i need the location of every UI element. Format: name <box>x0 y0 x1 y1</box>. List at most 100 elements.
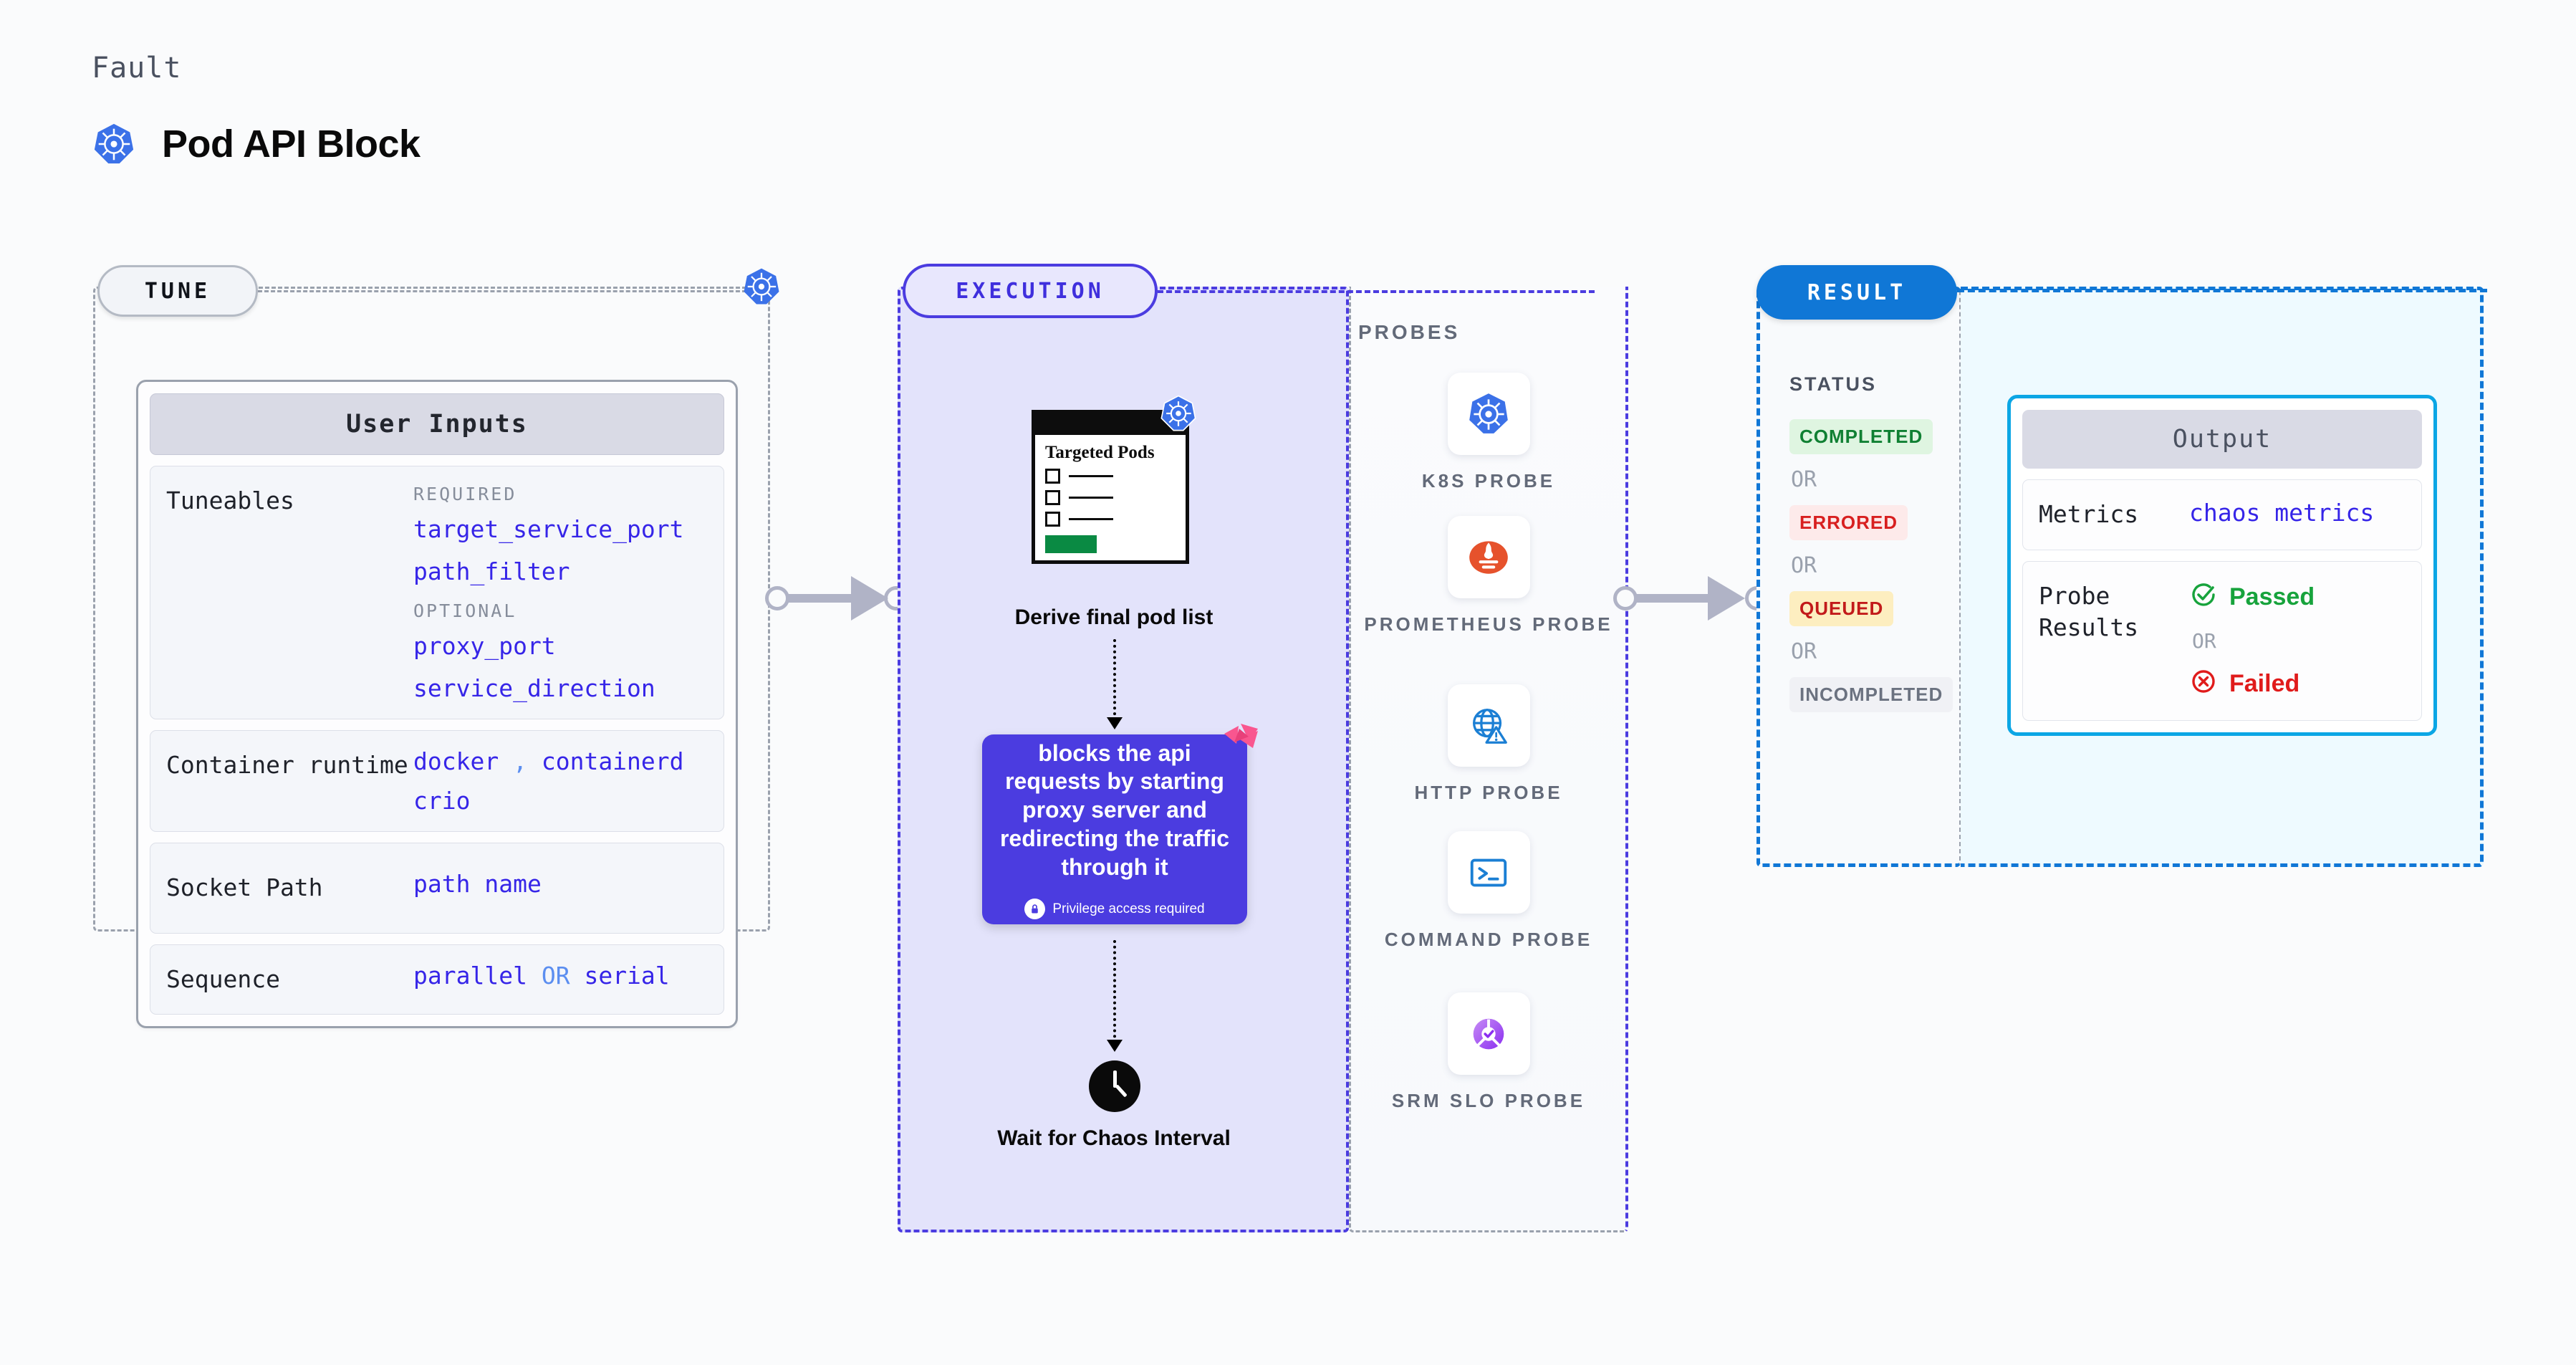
status-badge-errored: ERRORED <box>1789 505 1908 540</box>
output-card: Output Metrics chaos metrics Probe Resul… <box>2007 395 2437 736</box>
probe-label: SRM SLO PROBE <box>1391 1090 1586 1111</box>
clock-icon <box>1089 1060 1140 1112</box>
output-title: Output <box>2022 410 2422 469</box>
fault-eyebrow: Fault <box>92 52 182 85</box>
tuneables-row: Tuneables REQUIRED target_service_port p… <box>150 466 724 719</box>
runtime-containerd[interactable]: containerd <box>541 747 684 775</box>
prometheus-icon <box>1447 516 1530 598</box>
probe-item-command[interactable]: COMMAND PROBE <box>1349 831 1628 952</box>
privilege-note-text: Privilege access required <box>1052 901 1205 916</box>
action-description: blocks the api requests by starting prox… <box>999 739 1230 880</box>
runtime-docker[interactable]: docker <box>413 747 499 775</box>
probe-result-failed: Failed <box>2189 667 2406 701</box>
sequence-values: parallel OR serial <box>413 964 708 996</box>
user-inputs-title: User Inputs <box>150 393 724 455</box>
arrow-action-to-wait <box>1107 940 1123 1052</box>
runtime-separator: , <box>513 747 527 775</box>
probe-item-http[interactable]: HTTP PROBE <box>1349 684 1628 805</box>
action-box: blocks the api requests by starting prox… <box>982 724 1258 924</box>
status-or: OR <box>1791 639 1817 664</box>
kubernetes-icon <box>92 122 136 166</box>
status-badge-queued: QUEUED <box>1789 591 1894 626</box>
failed-label: Failed <box>2229 670 2300 698</box>
probe-result-passed: Passed <box>2189 580 2406 615</box>
http-globe-warning-icon <box>1447 684 1530 767</box>
probe-item-srm-slo[interactable]: SRM SLO PROBE <box>1349 992 1628 1113</box>
status-or: OR <box>1791 467 1817 492</box>
pod-checkbox-row <box>1045 469 1176 484</box>
probe-label: PROMETHEUS PROBE <box>1364 613 1613 635</box>
probe-item-k8s[interactable]: K8S PROBE <box>1349 373 1628 494</box>
probe-label: COMMAND PROBE <box>1384 929 1593 950</box>
targeted-pods-card: Targeted Pods <box>1032 410 1189 564</box>
derive-pod-list-caption: Derive final pod list <box>1014 605 1213 629</box>
sequence-serial[interactable]: serial <box>584 961 670 990</box>
row-label: Sequence <box>166 964 280 993</box>
status-or: OR <box>1791 553 1817 578</box>
metrics-value[interactable]: chaos metrics <box>2189 499 2375 527</box>
row-label: Container runtime <box>166 751 408 779</box>
progress-bar <box>1045 535 1097 554</box>
socket-path-row: Socket Path path name <box>150 843 724 934</box>
kubernetes-icon <box>1159 394 1198 433</box>
sequence-separator: OR <box>541 961 570 990</box>
probe-item-prometheus[interactable]: PROMETHEUS PROBE <box>1349 516 1628 637</box>
probe-results-row: Probe Results Passed OR <box>2022 560 2422 721</box>
socket-path-value-text[interactable]: path name <box>413 870 542 898</box>
tune-pill[interactable]: TUNE <box>97 265 258 317</box>
probe-results-label: Probe Results <box>2039 581 2139 642</box>
sequence-row: Sequence parallel OR serial <box>150 944 724 1015</box>
result-dashed-connector <box>1957 289 2487 292</box>
srm-slo-icon <box>1447 992 1530 1075</box>
privilege-note: Privilege access required <box>1024 899 1205 920</box>
tuneable-target-service-port[interactable]: target_service_port <box>413 515 684 543</box>
x-circle-icon <box>2189 667 2218 701</box>
wait-caption: Wait for Chaos Interval <box>997 1126 1231 1150</box>
pod-checkbox-row <box>1045 512 1176 527</box>
status-badge-incompleted: INCOMPLETED <box>1789 677 1953 712</box>
kubernetes-icon <box>741 267 782 307</box>
tuneable-service-direction[interactable]: service_direction <box>413 674 655 702</box>
tuneable-path-filter[interactable]: path_filter <box>413 557 570 585</box>
lock-icon <box>1024 899 1046 920</box>
metrics-row: Metrics chaos metrics <box>2022 479 2422 550</box>
passed-label: Passed <box>2229 583 2315 611</box>
checkbox-icon[interactable] <box>1045 512 1060 527</box>
container-runtime-row: Container runtime docker , containerd cr… <box>150 730 724 832</box>
metrics-label: Metrics <box>2039 500 2139 528</box>
terminal-icon <box>1447 831 1530 914</box>
probe-result-or: OR <box>2192 628 2216 653</box>
targeted-pods-title: Targeted Pods <box>1045 443 1155 462</box>
fault-title-row: Pod API Block <box>92 122 420 166</box>
kubernetes-icon <box>1447 373 1530 455</box>
status-list: COMPLETED OR ERRORED OR QUEUED OR INCOMP… <box>1789 419 1954 712</box>
connector-tune-to-execution <box>765 576 908 621</box>
result-pill[interactable]: RESULT <box>1756 265 1957 320</box>
execution-pill[interactable]: EXECUTION <box>903 264 1158 318</box>
connector-execution-to-result <box>1613 576 1771 621</box>
tuneable-proxy-port[interactable]: proxy_port <box>413 632 556 660</box>
sequence-parallel[interactable]: parallel <box>413 961 527 990</box>
execution-dashed-connector <box>1158 290 1595 293</box>
container-runtime-values: docker , containerd crio <box>413 749 708 813</box>
required-caption: REQUIRED <box>413 484 517 504</box>
status-title: STATUS <box>1789 373 1877 395</box>
tune-dashed-connector <box>258 290 759 292</box>
checkbox-icon[interactable] <box>1045 469 1060 484</box>
checkbox-icon[interactable] <box>1045 490 1060 506</box>
page-title: Pod API Block <box>162 123 420 166</box>
arrow-pods-to-action <box>1107 639 1123 729</box>
result-status-panel <box>1756 287 1961 867</box>
probe-label: K8S PROBE <box>1421 470 1556 492</box>
pod-checkbox-row <box>1045 490 1176 506</box>
row-label: Tuneables <box>166 487 294 514</box>
row-label: Socket Path <box>166 873 323 901</box>
probe-label: HTTP PROBE <box>1414 782 1563 803</box>
socket-path-value: path name <box>413 872 708 904</box>
user-inputs-card: User Inputs Tuneables REQUIRED target_se… <box>136 380 738 1029</box>
runtime-crio[interactable]: crio <box>413 787 471 815</box>
tuneables-values: REQUIRED target_service_port path_filter… <box>413 485 708 700</box>
optional-caption: OPTIONAL <box>413 600 517 621</box>
check-circle-icon <box>2189 580 2218 615</box>
